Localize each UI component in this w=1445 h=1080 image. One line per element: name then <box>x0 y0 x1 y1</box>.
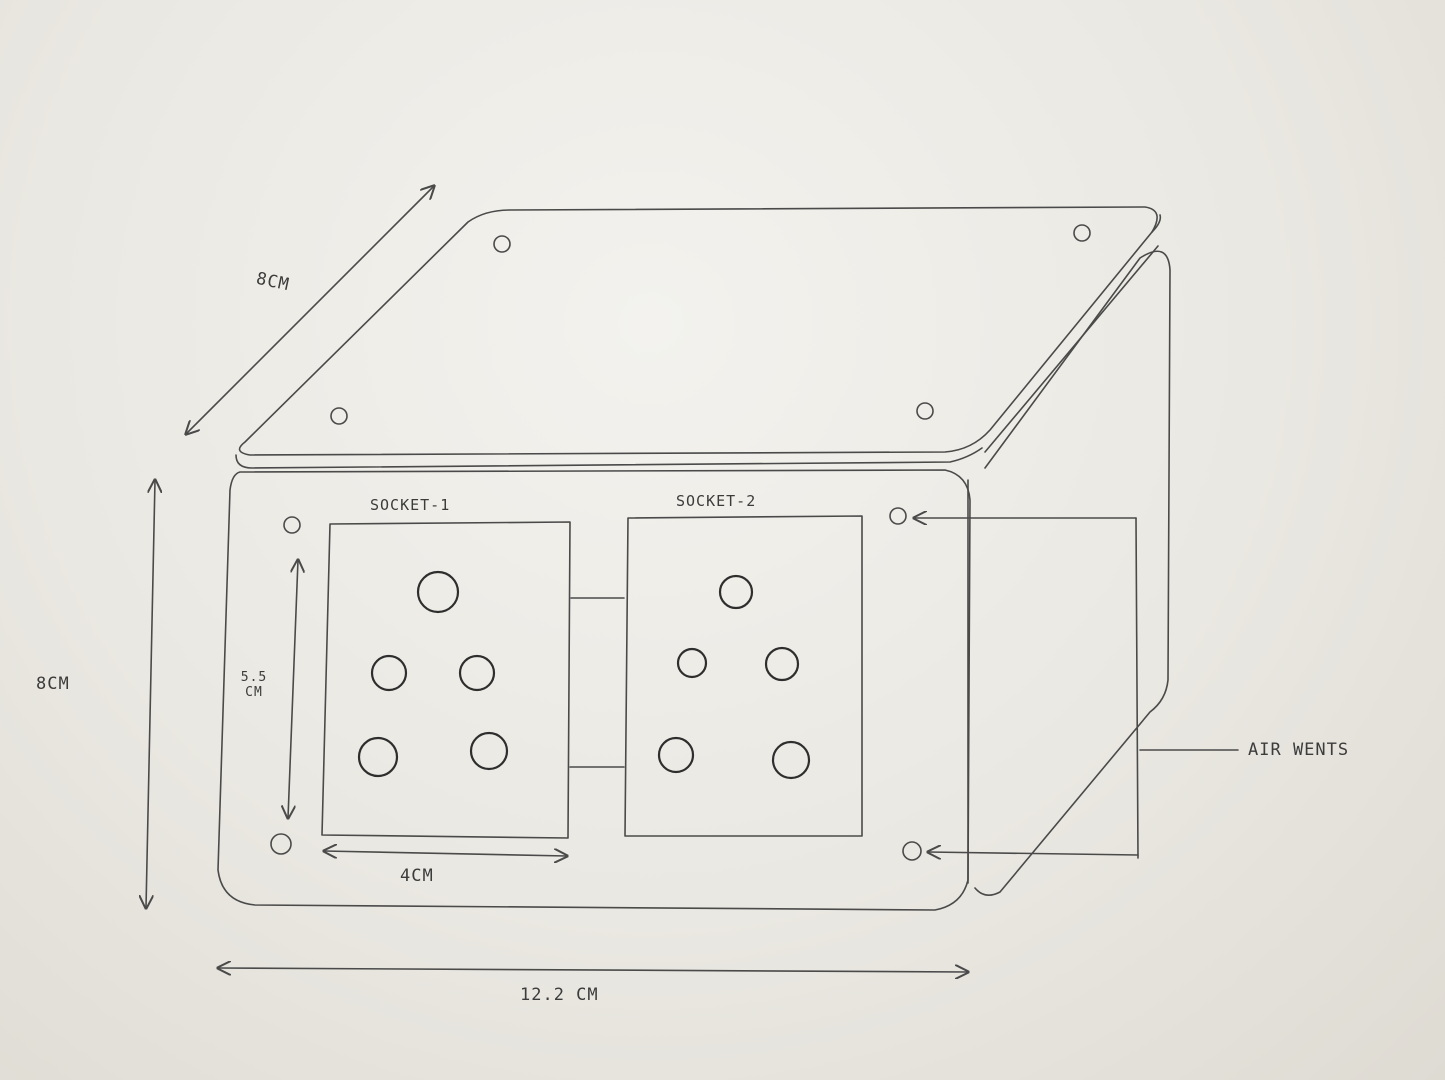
socket-link <box>569 597 625 768</box>
dim-height <box>146 480 155 908</box>
label-height-inner-value: 5.5 <box>240 670 268 685</box>
socket-1 <box>321 521 571 839</box>
label-height-inner: 5.5 CM <box>240 670 268 700</box>
dim-total-width <box>218 968 968 972</box>
dim-lid-depth <box>186 186 434 434</box>
side-panel <box>967 250 1171 896</box>
lid-screw-holes <box>330 224 1091 425</box>
label-total-width: 12.2 CM <box>520 985 599 1005</box>
dim-socket-height <box>288 560 298 818</box>
lid-edge <box>235 447 983 469</box>
front-hole <box>889 507 907 525</box>
lid-hole <box>493 235 511 253</box>
lid-side-edge <box>984 214 1162 453</box>
lid-hole <box>916 402 934 420</box>
front-hole <box>283 516 301 534</box>
front-hole <box>902 841 922 861</box>
lid-outline <box>238 206 1158 456</box>
label-socket-1: SOCKET-1 <box>370 496 451 514</box>
dim-socket-width <box>324 851 567 856</box>
front-face <box>217 469 971 911</box>
front-screw-holes <box>270 507 922 861</box>
label-socket-width: 4CM <box>400 866 434 886</box>
label-socket-2: SOCKET-2 <box>676 492 757 510</box>
socket-2 <box>624 515 863 837</box>
lid-hole <box>1073 224 1091 242</box>
label-height: 8CM <box>36 674 70 694</box>
label-height-inner-unit: CM <box>245 685 263 700</box>
label-air-vents: AIR WENTS <box>1248 740 1350 760</box>
front-hole <box>270 833 292 855</box>
lid-hole <box>330 407 348 425</box>
air-vent-callout <box>914 518 1239 858</box>
